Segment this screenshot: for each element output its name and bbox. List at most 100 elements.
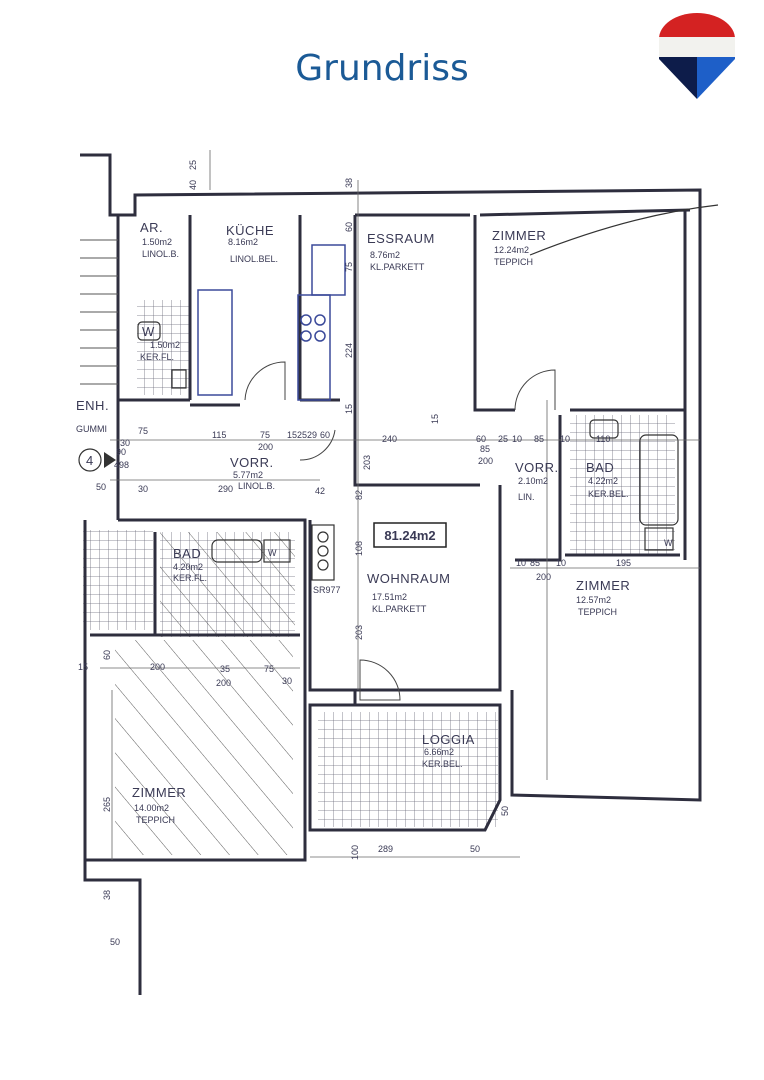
dim-50d: 50 [110, 937, 120, 947]
label-gumm: GUMMI [76, 424, 107, 434]
label-w1: W [664, 538, 673, 548]
page-title: Grundriss [295, 48, 469, 89]
dim-42: 42 [315, 486, 325, 496]
loggia-tiles [318, 712, 498, 827]
dim-40: 40 [188, 180, 198, 190]
walls [80, 153, 702, 995]
room-zimmer3-name: ZIMMER [132, 785, 186, 800]
dim-10b: 10 [560, 434, 570, 444]
room-vorr1-area: 5.77m2 [233, 470, 263, 480]
room-vorr1-name: VORR. [230, 455, 274, 470]
zimmer3-hatch [115, 640, 293, 855]
dim-265: 265 [102, 797, 112, 812]
dim-50b: 50 [470, 844, 480, 854]
dim-498: 498 [114, 460, 129, 470]
dim-35: 35 [220, 664, 230, 674]
dim-30a: 30 [138, 484, 148, 494]
section-marker-icon [78, 448, 102, 472]
dim-110: 110 [596, 434, 610, 444]
dim-15: 15 [344, 404, 354, 414]
dim-38: 38 [344, 178, 354, 188]
dim-200b: 200 [478, 456, 493, 466]
room-bad2-name: BAD [586, 460, 614, 475]
dim-90: 90 [116, 447, 126, 457]
dim-203b: 203 [354, 625, 364, 640]
dim-75b: 75 [260, 430, 270, 440]
dim-200e: 200 [216, 678, 231, 688]
dim-289: 289 [378, 844, 393, 854]
dim-75c: 75 [264, 664, 274, 674]
room-kueche-name: KÜCHE [226, 223, 274, 238]
dim-60b: 60 [320, 430, 330, 440]
dim-85b: 85 [480, 444, 490, 454]
room-wohnraum-name: WOHNRAUM [367, 571, 450, 586]
brand-logo [659, 13, 735, 99]
dim-60: 60 [344, 222, 354, 232]
room-loggia-floor: KER.BEL. [422, 759, 463, 769]
dim-25b: 25 [297, 430, 307, 440]
dim-200a: 200 [258, 442, 273, 452]
room-wohnraum-floor: KL.PARKETT [372, 604, 427, 614]
wc-tiles [137, 300, 189, 395]
room-vorr2-area: 2.10m2 [518, 476, 548, 486]
room-zimmer3-area: 14.00m2 [134, 803, 169, 813]
room-bad1-floor: KER.FL. [173, 573, 207, 583]
room-bad2-floor: KER.BEL. [588, 489, 629, 499]
dim-38b: 38 [102, 890, 112, 900]
dim-30c: 30 [120, 438, 130, 448]
doors [244, 361, 556, 701]
room-wc-floor: KER.FL. [140, 352, 174, 362]
room-wc-area: 1.50m2 [150, 340, 180, 350]
arrow-icon [104, 452, 116, 468]
room-kueche-area: 8.16m2 [228, 237, 258, 247]
room-zimmer1-area: 12.24m2 [494, 245, 529, 255]
dim-50a: 50 [96, 482, 106, 492]
room-essraum-area: 8.76m2 [370, 250, 400, 260]
dim-15d: 15 [78, 662, 88, 672]
room-zimmer3-floor: TEPPICH [136, 815, 175, 825]
room-wc-name: W [142, 324, 155, 339]
room-bad1-area: 4.20m2 [173, 562, 203, 572]
fixtures [137, 321, 679, 581]
room-zimmer1-floor: TEPPICH [494, 257, 533, 267]
room-zimmer2-name: ZIMMER [576, 578, 630, 593]
dim-29: 29 [307, 430, 317, 440]
label-enh: ENH. [76, 398, 109, 413]
label-w2: W [268, 548, 277, 558]
room-vorr1-floor: LINOL.B. [238, 481, 275, 491]
dim-200d: 200 [150, 662, 165, 672]
room-ar-area: 1.50m2 [142, 237, 172, 247]
dim-10a: 10 [512, 434, 522, 444]
total-area: 81.24m2 [384, 528, 435, 543]
logo-middle-band [659, 37, 735, 57]
dim-224: 224 [344, 343, 354, 358]
dim-10d: 10 [556, 558, 566, 568]
room-vorr2-floor: LIN. [518, 492, 535, 502]
room-vorr2-name: VORR. [515, 460, 559, 475]
room-ar-name: AR. [140, 220, 163, 235]
dim-75d: 75 [138, 426, 148, 436]
bad1-hatch [160, 532, 295, 637]
label-marker: 4 [86, 453, 94, 468]
room-essraum-floor: KL.PARKETT [370, 262, 425, 272]
dim-10c: 10 [516, 558, 526, 568]
dim-108: 108 [354, 541, 364, 556]
dim-240: 240 [382, 434, 397, 444]
dim-290: 290 [218, 484, 233, 494]
dim-82: 82 [354, 490, 364, 500]
dimension-lines [100, 150, 700, 860]
dim-15b: 15 [287, 430, 297, 440]
dim-50c: 50 [500, 806, 510, 816]
sketch-line [529, 204, 719, 256]
dim-85a: 85 [534, 434, 544, 444]
room-bad1-name: BAD [173, 546, 201, 561]
dim-115: 115 [212, 430, 226, 440]
room-loggia-area: 6.66m2 [424, 747, 454, 757]
kitchen-counters [197, 244, 346, 401]
total-area-box [373, 522, 447, 548]
label-sr: SR977 [313, 585, 341, 595]
wc2-tiles [83, 530, 153, 630]
staircase [80, 239, 118, 385]
room-ar-floor: LINOL.B. [142, 249, 179, 259]
room-bad2-area: 4.22m2 [588, 476, 618, 486]
